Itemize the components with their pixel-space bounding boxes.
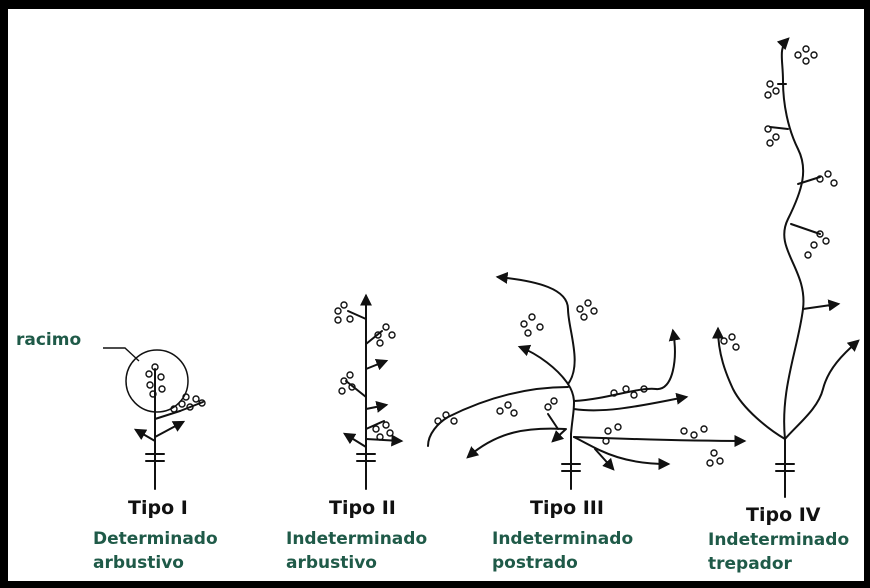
type-4-title: Tipo IV <box>746 504 821 526</box>
plant-type-3 <box>428 277 744 489</box>
plant-type-4 <box>718 39 858 497</box>
type-1-line1: Determinado <box>93 528 218 550</box>
type-3-title: Tipo III <box>530 497 604 519</box>
type-2-title: Tipo II <box>329 497 396 519</box>
raceme-callout-line <box>103 348 139 361</box>
plant-type-2 <box>335 296 401 489</box>
type-3-line1: Indeterminado <box>492 528 633 550</box>
diagram-canvas: racimo Tipo I Determinado arbustivo Tipo… <box>8 9 864 581</box>
plant-type-1 <box>126 350 205 489</box>
type-2-line2: arbustivo <box>286 552 377 574</box>
plant-growth-habits-illustration <box>8 9 864 581</box>
type-1-title: Tipo I <box>128 497 188 519</box>
type-4-line1: Indeterminado <box>708 529 849 551</box>
type-1-line2: arbustivo <box>93 552 184 574</box>
type-3-line2: postrado <box>492 552 578 574</box>
raceme-label: racimo <box>16 330 81 350</box>
type-2-line1: Indeterminado <box>286 528 427 550</box>
type-4-line2: trepador <box>708 553 792 575</box>
flower-cluster <box>721 46 837 350</box>
